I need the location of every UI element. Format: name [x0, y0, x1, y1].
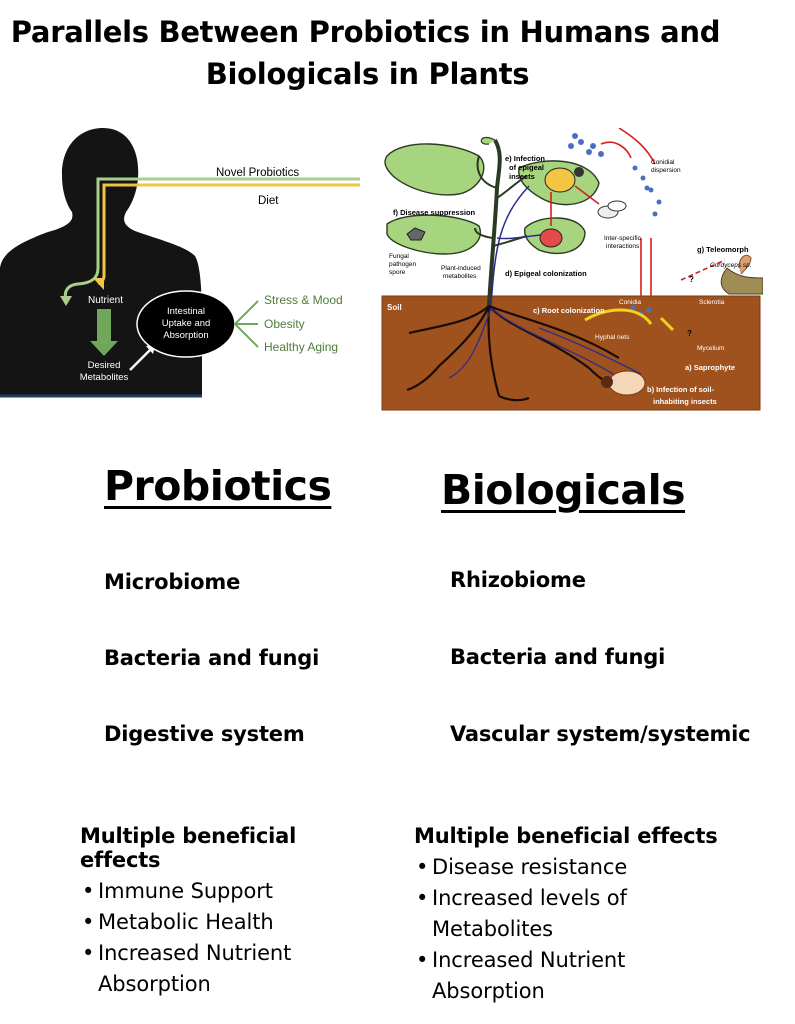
label-fungal-2: pathogen [389, 261, 416, 268]
title-line-2: Biologicals in Plants [205, 57, 530, 91]
left-row-microbiome: Microbiome [104, 570, 241, 594]
red-arrows [550, 128, 726, 296]
label-b-infection-1: b) Infection of soil- [647, 385, 715, 394]
label-sclerotia: Sclerotia [699, 299, 725, 306]
biologicals-heading: Biologicals [441, 466, 686, 514]
left-effects-title: Multiple beneficial effects [80, 824, 297, 872]
conidia-spores [568, 133, 662, 317]
label-fungal-1: Fungal [389, 253, 409, 260]
left-effect-item: Metabolic Health [80, 907, 380, 938]
soil-insect [608, 370, 646, 396]
plant-biologicals-figure: Soil [381, 128, 763, 411]
label-e-infection-3: insects [509, 172, 535, 181]
down-arrow-head [90, 341, 118, 356]
diet-label: Diet [258, 195, 279, 207]
novel-probiotics-label: Novel Probiotics [216, 167, 299, 179]
desired-metabolites-label-1: Desired [88, 360, 121, 371]
label-conidial-2: dispersion [651, 167, 681, 174]
yellow-arrows [584, 308, 675, 332]
title-line-1: Parallels Between Probiotics in Humans a… [10, 15, 721, 49]
label-d-epigeal: d) Epigeal colonization [505, 269, 587, 278]
left-effects-list: Immune Support Metabolic Health Increase… [80, 876, 380, 1000]
left-row-digestive-system: Digestive system [104, 722, 305, 746]
label-cordyceps: Cordyceps sp. [710, 262, 752, 269]
nutrient-arrowhead [60, 296, 72, 306]
label-b-infection-2: inhabiting insects [653, 397, 717, 406]
right-effects-list: Disease resistance Increased levels of M… [414, 852, 734, 1007]
label-q2: ? [687, 329, 692, 338]
soil-label: Soil [387, 303, 402, 312]
probiotics-heading: Probiotics [104, 462, 332, 510]
nutrient-label: Nutrient [88, 295, 123, 306]
right-row-bacteria-fungi: Bacteria and fungi [450, 645, 666, 669]
right-effects: Multiple beneficial effects Disease resi… [414, 824, 734, 1007]
right-effect-item: Increased Nutrient Absorption [414, 945, 662, 1007]
right-row-vascular-system: Vascular system/systemic [450, 722, 751, 746]
label-inter-specific-1: Inter-specific [604, 235, 642, 242]
label-hyphal-nets: Hyphal nets [595, 334, 630, 341]
label-plant-induced-1: Plant-induced [441, 265, 481, 272]
left-effects: Multiple beneficial effects Immune Suppo… [80, 824, 380, 1000]
desired-metabolites-label-2: Metabolites [80, 372, 129, 383]
cordyceps-fruiting-body [738, 254, 752, 275]
epigeal-insect [544, 167, 576, 193]
human-probiotics-figure: Novel Probiotics Diet Nutrient Desired M… [0, 128, 360, 398]
label-c-root: c) Root colonization [533, 306, 605, 315]
uptake-arrow [129, 349, 151, 371]
left-row-bacteria-fungi: Bacteria and fungi [104, 646, 320, 670]
label-f-disease-suppression: f) Disease suppression [393, 208, 476, 217]
down-arrow-body [97, 309, 111, 341]
label-fungal-3: spore [389, 269, 406, 276]
label-conidial-1: Conidial [651, 159, 675, 166]
outcome-obesity: Obesity [264, 317, 305, 331]
outcome-arrows [234, 300, 259, 348]
soil-block [381, 295, 761, 411]
right-effect-item: Increased levels of Metabolites [414, 883, 652, 945]
left-effect-item: Increased Nutrient Absorption [80, 938, 328, 1000]
right-effects-title: Multiple beneficial effects [414, 824, 718, 848]
label-q1: ? [689, 275, 694, 284]
label-conidia: Conidia [619, 299, 641, 306]
plant-stem [487, 139, 502, 307]
label-inter-specific-2: interactions [606, 243, 640, 250]
label-mycelium: Mycelium [697, 345, 724, 352]
diet-arrowhead [93, 278, 104, 290]
outcome-stress-mood: Stress & Mood [264, 293, 343, 307]
label-e-infection-2: of epigeal [509, 163, 544, 172]
outcome-healthy-aging: Healthy Aging [264, 340, 338, 354]
right-effect-item: Disease resistance [414, 852, 734, 883]
teleomorph-body [720, 267, 763, 295]
intestinal-label-3: Absorption [163, 330, 208, 341]
intestinal-label-1: Intestinal [167, 306, 205, 317]
colonized-insect [539, 228, 563, 248]
label-g-teleomorph: g) Teleomorph [697, 245, 749, 254]
intestinal-label-2: Uptake and [162, 318, 211, 329]
left-effect-item: Immune Support [80, 876, 380, 907]
label-plant-induced-2: metabolites [443, 273, 477, 280]
label-e-infection-1: e) Infection [505, 154, 545, 163]
label-a-saprophyte: a) Saprophyte [685, 363, 735, 372]
novel-probiotics-line [63, 177, 360, 301]
right-row-rhizobiome: Rhizobiome [450, 568, 586, 592]
sprout-leaf [480, 136, 496, 145]
